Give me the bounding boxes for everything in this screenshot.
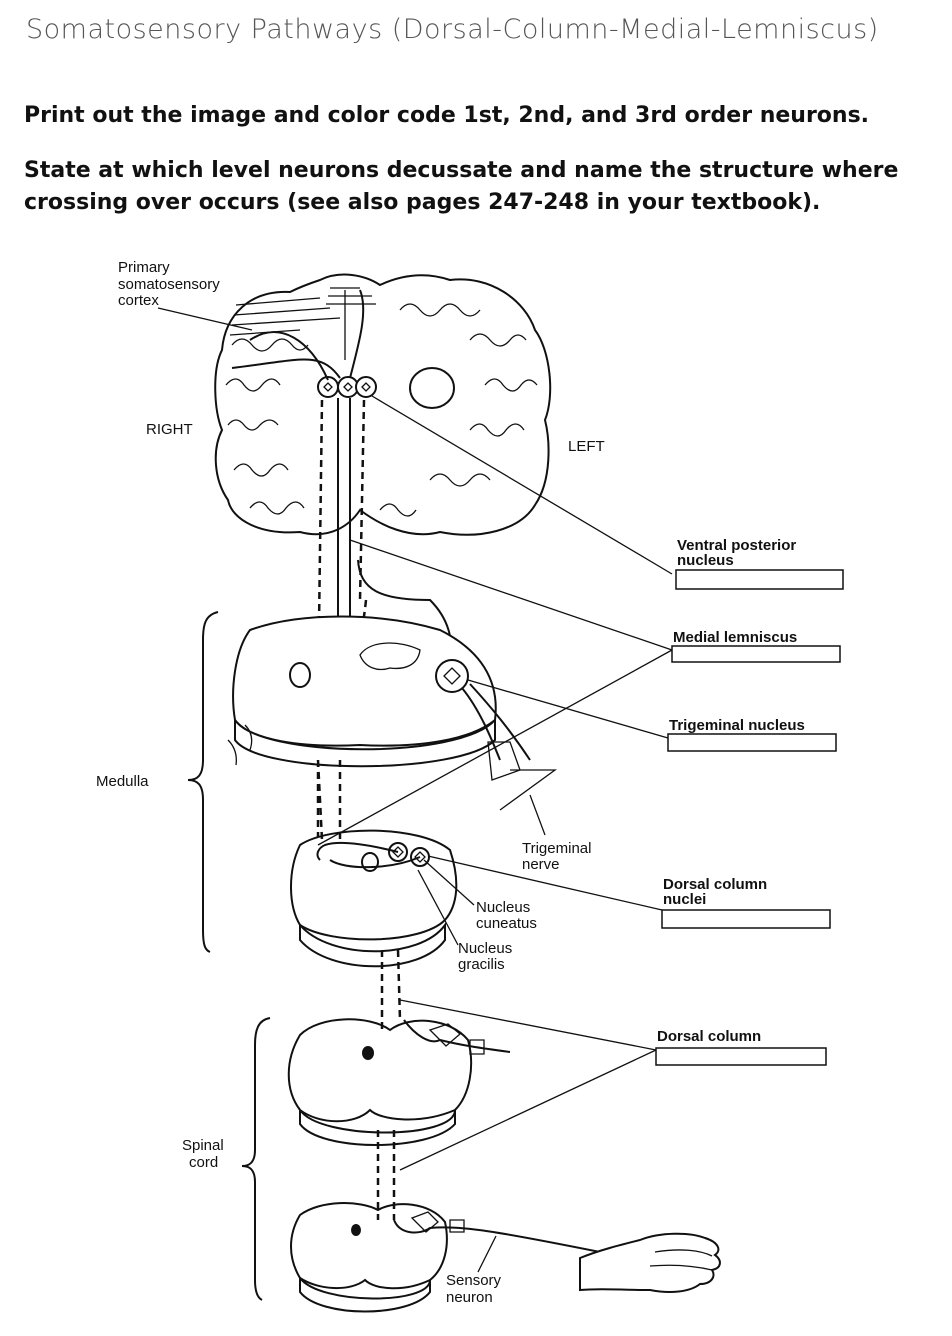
label-nucleus-gracilis-1: Nucleus (458, 940, 512, 957)
label-trigeminal-nerve-2: nerve (522, 856, 560, 873)
label-dorsal-column-nuclei-2: nuclei (663, 891, 706, 908)
instruction-decussation: State at which level neurons decussate a… (24, 158, 899, 215)
page-title: Somatosensory Pathways (Dorsal-Column-Me… (26, 14, 879, 45)
label-ventral-posterior-2: nucleus (677, 552, 734, 569)
label-trigeminal-nucleus: Trigeminal nucleus (669, 717, 805, 734)
label-dorsal-column-nuclei-1: Dorsal column (663, 876, 767, 893)
upper-medulla-section (227, 615, 497, 768)
trigeminal-nucleus (435, 659, 469, 693)
label-spinal-cord-2: cord (189, 1154, 218, 1171)
spinal-cord-brace (241, 1017, 271, 1301)
label-primary-cortex-3: cortex (118, 292, 159, 309)
instruction-color-code: Print out the image and color code 1st, … (24, 103, 870, 128)
label-primary-cortex-1: Primary (118, 259, 170, 276)
label-medulla: Medulla (96, 773, 149, 790)
answer-box-ventral-posterior[interactable] (675, 569, 844, 590)
ventral-posterior-nucleus (317, 376, 377, 398)
label-dorsal-column: Dorsal column (657, 1028, 761, 1045)
label-nucleus-gracilis-2: gracilis (458, 956, 505, 973)
answer-box-dorsal-column[interactable] (655, 1047, 827, 1066)
answer-box-trigeminal-nucleus[interactable] (667, 733, 837, 752)
label-trigeminal-nerve-1: Trigeminal (522, 840, 591, 857)
answer-box-medial-lemniscus[interactable] (671, 645, 841, 663)
label-nucleus-cuneatus-2: cuneatus (476, 915, 537, 932)
hand-drawing (579, 1232, 721, 1293)
label-primary-cortex-2: somatosensory (118, 276, 220, 293)
label-spinal-cord-1: Spinal (182, 1137, 224, 1154)
label-nucleus-cuneatus-1: Nucleus (476, 899, 530, 916)
label-right: RIGHT (146, 421, 193, 438)
answer-box-dorsal-column-nuclei[interactable] (661, 909, 831, 929)
brain-coronal-section (214, 273, 552, 536)
lower-medulla-section (290, 829, 458, 968)
label-sensory-neuron-1: Sensory (446, 1272, 502, 1289)
medulla-brace (187, 611, 219, 953)
label-left: LEFT (568, 438, 605, 455)
label-ventral-posterior-1: Ventral posterior (677, 537, 796, 554)
label-sensory-neuron-2: neuron (446, 1289, 493, 1306)
lower-spinal-cord-section (290, 1202, 448, 1313)
upper-spinal-cord-section (287, 1018, 473, 1146)
label-medial-lemniscus: Medial lemniscus (673, 629, 797, 646)
